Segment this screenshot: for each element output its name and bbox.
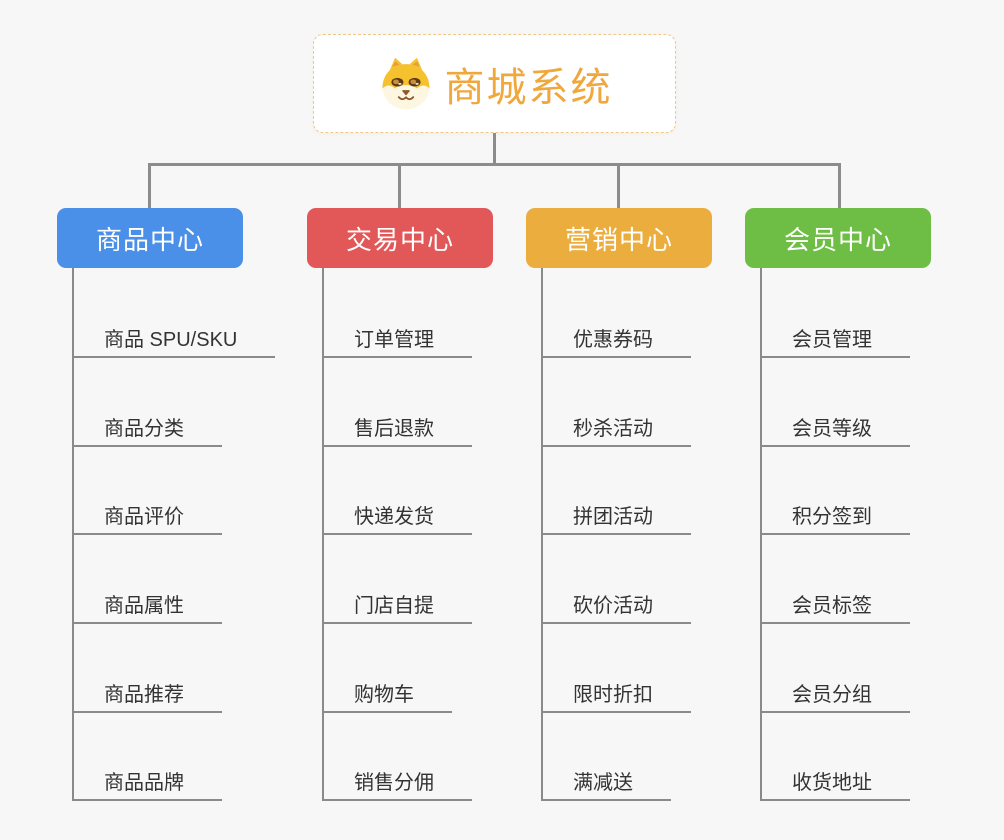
leaf-node[interactable]: 砍价活动: [541, 578, 691, 624]
leaf-node[interactable]: 会员标签: [760, 578, 910, 624]
connector-drop-4: [838, 163, 841, 208]
leaf-node[interactable]: 销售分佣: [322, 755, 472, 801]
leaf-node[interactable]: 售后退款: [322, 401, 472, 447]
leaf-node[interactable]: 会员分组: [760, 667, 910, 713]
leaf-node[interactable]: 商品推荐: [72, 667, 222, 713]
root-node[interactable]: 商城系统: [313, 34, 676, 133]
leaf-node[interactable]: 门店自提: [322, 578, 472, 624]
branch-node-1[interactable]: 商品中心: [57, 208, 243, 268]
leaf-node[interactable]: 商品品牌: [72, 755, 222, 801]
leaf-node[interactable]: 会员等级: [760, 401, 910, 447]
connector-root-drop: [493, 133, 496, 166]
leaf-node[interactable]: 订单管理: [322, 312, 472, 358]
leaf-node[interactable]: 快递发货: [322, 489, 472, 535]
branch-node-4[interactable]: 会员中心: [745, 208, 931, 268]
connector-horizontal: [148, 163, 841, 166]
connector-drop-2: [398, 163, 401, 208]
leaf-node[interactable]: 优惠券码: [541, 312, 691, 358]
leaf-node[interactable]: 商品评价: [72, 489, 222, 535]
branch-node-2[interactable]: 交易中心: [307, 208, 493, 268]
leaf-node[interactable]: 商品属性: [72, 578, 222, 624]
leaf-node[interactable]: 会员管理: [760, 312, 910, 358]
root-title: 商城系统: [444, 65, 613, 110]
leaf-node[interactable]: 秒杀活动: [541, 401, 691, 447]
leaf-node[interactable]: 拼团活动: [541, 489, 691, 535]
branch-node-3[interactable]: 营销中心: [526, 208, 712, 268]
leaf-node[interactable]: 收货地址: [760, 755, 910, 801]
leaf-node[interactable]: 限时折扣: [541, 667, 691, 713]
leaf-node[interactable]: 商品分类: [72, 401, 222, 447]
leaf-node[interactable]: 商品 SPU/SKU: [72, 312, 276, 358]
leaf-node[interactable]: 购物车: [322, 667, 452, 713]
connector-drop-3: [617, 163, 620, 208]
leaf-node[interactable]: 满减送: [541, 755, 671, 801]
dog-face-icon: [381, 57, 430, 109]
connector-drop-1: [148, 163, 151, 208]
leaf-node[interactable]: 积分签到: [760, 489, 910, 535]
